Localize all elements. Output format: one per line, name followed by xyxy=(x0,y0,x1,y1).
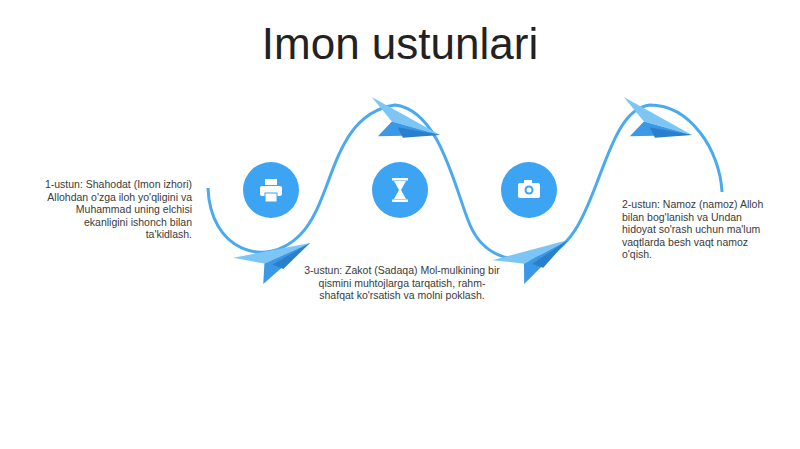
title: Imon ustunlari xyxy=(0,18,800,70)
paper-plane xyxy=(608,94,692,164)
camera-icon xyxy=(501,162,557,218)
hourglass-icon xyxy=(372,162,428,218)
printer-icon xyxy=(243,162,299,218)
paper-plane xyxy=(356,94,440,164)
pillar-text: 3-ustun: Zakot (Sadaqa) Mol-mulkining bi… xyxy=(302,264,502,302)
paper-plane xyxy=(233,243,315,288)
pillar-text: 1-ustun: Shahodat (Imon izhori) Allohdan… xyxy=(36,178,192,241)
pillar-text: 2-ustun: Namoz (namoz) Alloh bilan bog'l… xyxy=(622,198,772,261)
paper-plane xyxy=(492,240,575,289)
